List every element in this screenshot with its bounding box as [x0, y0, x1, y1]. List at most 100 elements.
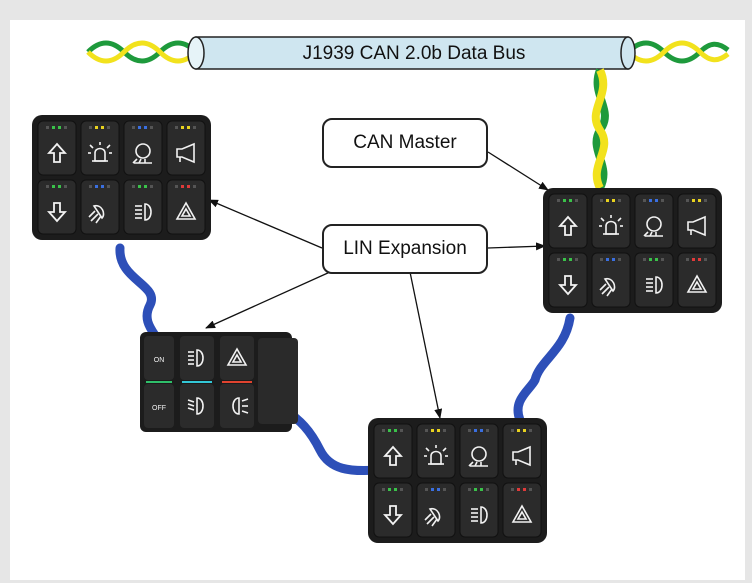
- can-drop-cable: [591, 68, 609, 190]
- led-indicator: [704, 199, 707, 202]
- keypad-button-arrow-down[interactable]: [37, 179, 77, 235]
- small-off-button[interactable]: [144, 384, 174, 428]
- led-indicator: [437, 429, 440, 432]
- can-master-callout: CAN Master: [322, 118, 488, 168]
- small-on-button[interactable]: [144, 336, 174, 380]
- small-on-led-strip: [146, 381, 172, 383]
- led-indicator: [425, 429, 428, 432]
- headlight-icon: [135, 203, 152, 221]
- led-indicator: [431, 429, 434, 432]
- keypad-body: [32, 115, 211, 240]
- keypad-button-arrow-up[interactable]: [37, 120, 77, 176]
- arrow-up-icon: [382, 445, 404, 466]
- led-indicator: [132, 126, 135, 129]
- led-indicator: [400, 429, 403, 432]
- keypad-button-work-light[interactable]: [634, 193, 674, 249]
- led-indicator: [612, 199, 615, 202]
- led-indicator: [511, 429, 514, 432]
- led-indicator: [443, 488, 446, 491]
- led-indicator: [193, 126, 196, 129]
- led-indicator: [692, 258, 695, 261]
- beacon-icon: [599, 215, 623, 235]
- led-indicator: [144, 185, 147, 188]
- led-indicator: [523, 488, 526, 491]
- lin-expansion-callout: LIN Expansion: [322, 224, 488, 274]
- led-indicator: [89, 126, 92, 129]
- led-indicator: [686, 258, 689, 261]
- horn-icon: [687, 215, 706, 237]
- led-indicator: [698, 199, 701, 202]
- led-indicator: [388, 429, 391, 432]
- led-indicator: [150, 126, 153, 129]
- led-indicator: [181, 185, 184, 188]
- led-indicator: [517, 429, 520, 432]
- led-indicator: [692, 199, 695, 202]
- led-indicator: [575, 258, 578, 261]
- led-indicator: [612, 258, 615, 261]
- small-headlight-led-strip: [182, 381, 212, 383]
- arrow-down-icon: [46, 202, 68, 223]
- keypad-button-headlight[interactable]: [123, 179, 163, 235]
- keypad-button-arrow-up[interactable]: [373, 423, 413, 479]
- keypad-button-hazard[interactable]: [502, 482, 542, 538]
- led-indicator: [400, 488, 403, 491]
- led-indicator: [175, 185, 178, 188]
- small-hazard-button[interactable]: [220, 336, 254, 380]
- led-indicator: [52, 185, 55, 188]
- led-indicator: [437, 488, 440, 491]
- arrow-lin-to-right: [487, 242, 546, 251]
- keypad-button-hazard[interactable]: [166, 179, 206, 235]
- keypad-button-hazard[interactable]: [677, 252, 717, 308]
- led-indicator: [529, 488, 532, 491]
- led-indicator: [618, 258, 621, 261]
- led-indicator: [187, 185, 190, 188]
- led-indicator: [95, 185, 98, 188]
- keypad-top-left: [32, 115, 211, 240]
- led-indicator: [107, 185, 110, 188]
- led-indicator: [394, 488, 397, 491]
- led-indicator: [606, 258, 609, 261]
- keypad-button-headlight[interactable]: [459, 482, 499, 538]
- arrow-lin-to-top-left: [208, 199, 323, 249]
- keypad-body: [543, 188, 722, 313]
- flood-light-icon: [424, 507, 441, 527]
- small-keypad-housing: [258, 338, 298, 424]
- led-indicator: [64, 185, 67, 188]
- led-indicator: [563, 258, 566, 261]
- led-indicator: [649, 258, 652, 261]
- led-indicator: [394, 429, 397, 432]
- led-indicator: [655, 258, 658, 261]
- led-indicator: [138, 126, 141, 129]
- arrow-up-icon: [557, 215, 579, 236]
- led-indicator: [95, 126, 98, 129]
- led-indicator: [575, 199, 578, 202]
- small-fog-light-button[interactable]: [220, 384, 254, 428]
- work-light-icon: [468, 446, 488, 467]
- led-indicator: [107, 126, 110, 129]
- keypad-button-arrow-up[interactable]: [548, 193, 588, 249]
- keypad-button-work-light[interactable]: [459, 423, 499, 479]
- work-light-icon: [643, 216, 663, 237]
- led-indicator: [144, 126, 147, 129]
- keypad-button-work-light[interactable]: [123, 120, 163, 176]
- led-indicator: [557, 258, 560, 261]
- led-indicator: [468, 429, 471, 432]
- lin-cable-bottom-to-right: [513, 313, 575, 425]
- led-indicator: [388, 488, 391, 491]
- headlight-icon: [646, 276, 663, 294]
- arrow-can-master: [487, 151, 549, 191]
- arrow-lin-to-bottom: [409, 271, 443, 419]
- keypad-right-can-master: [543, 188, 722, 313]
- led-indicator: [480, 429, 483, 432]
- led-indicator: [649, 199, 652, 202]
- arrow-up-icon: [46, 142, 68, 163]
- keypad-button-arrow-down[interactable]: [373, 482, 413, 538]
- beacon-icon: [424, 445, 448, 465]
- led-indicator: [686, 199, 689, 202]
- led-indicator: [46, 185, 49, 188]
- can-bus-label: J1939 CAN 2.0b Data Bus: [302, 43, 526, 64]
- led-indicator: [523, 429, 526, 432]
- keypad-button-headlight[interactable]: [634, 252, 674, 308]
- keypad-button-arrow-down[interactable]: [548, 252, 588, 308]
